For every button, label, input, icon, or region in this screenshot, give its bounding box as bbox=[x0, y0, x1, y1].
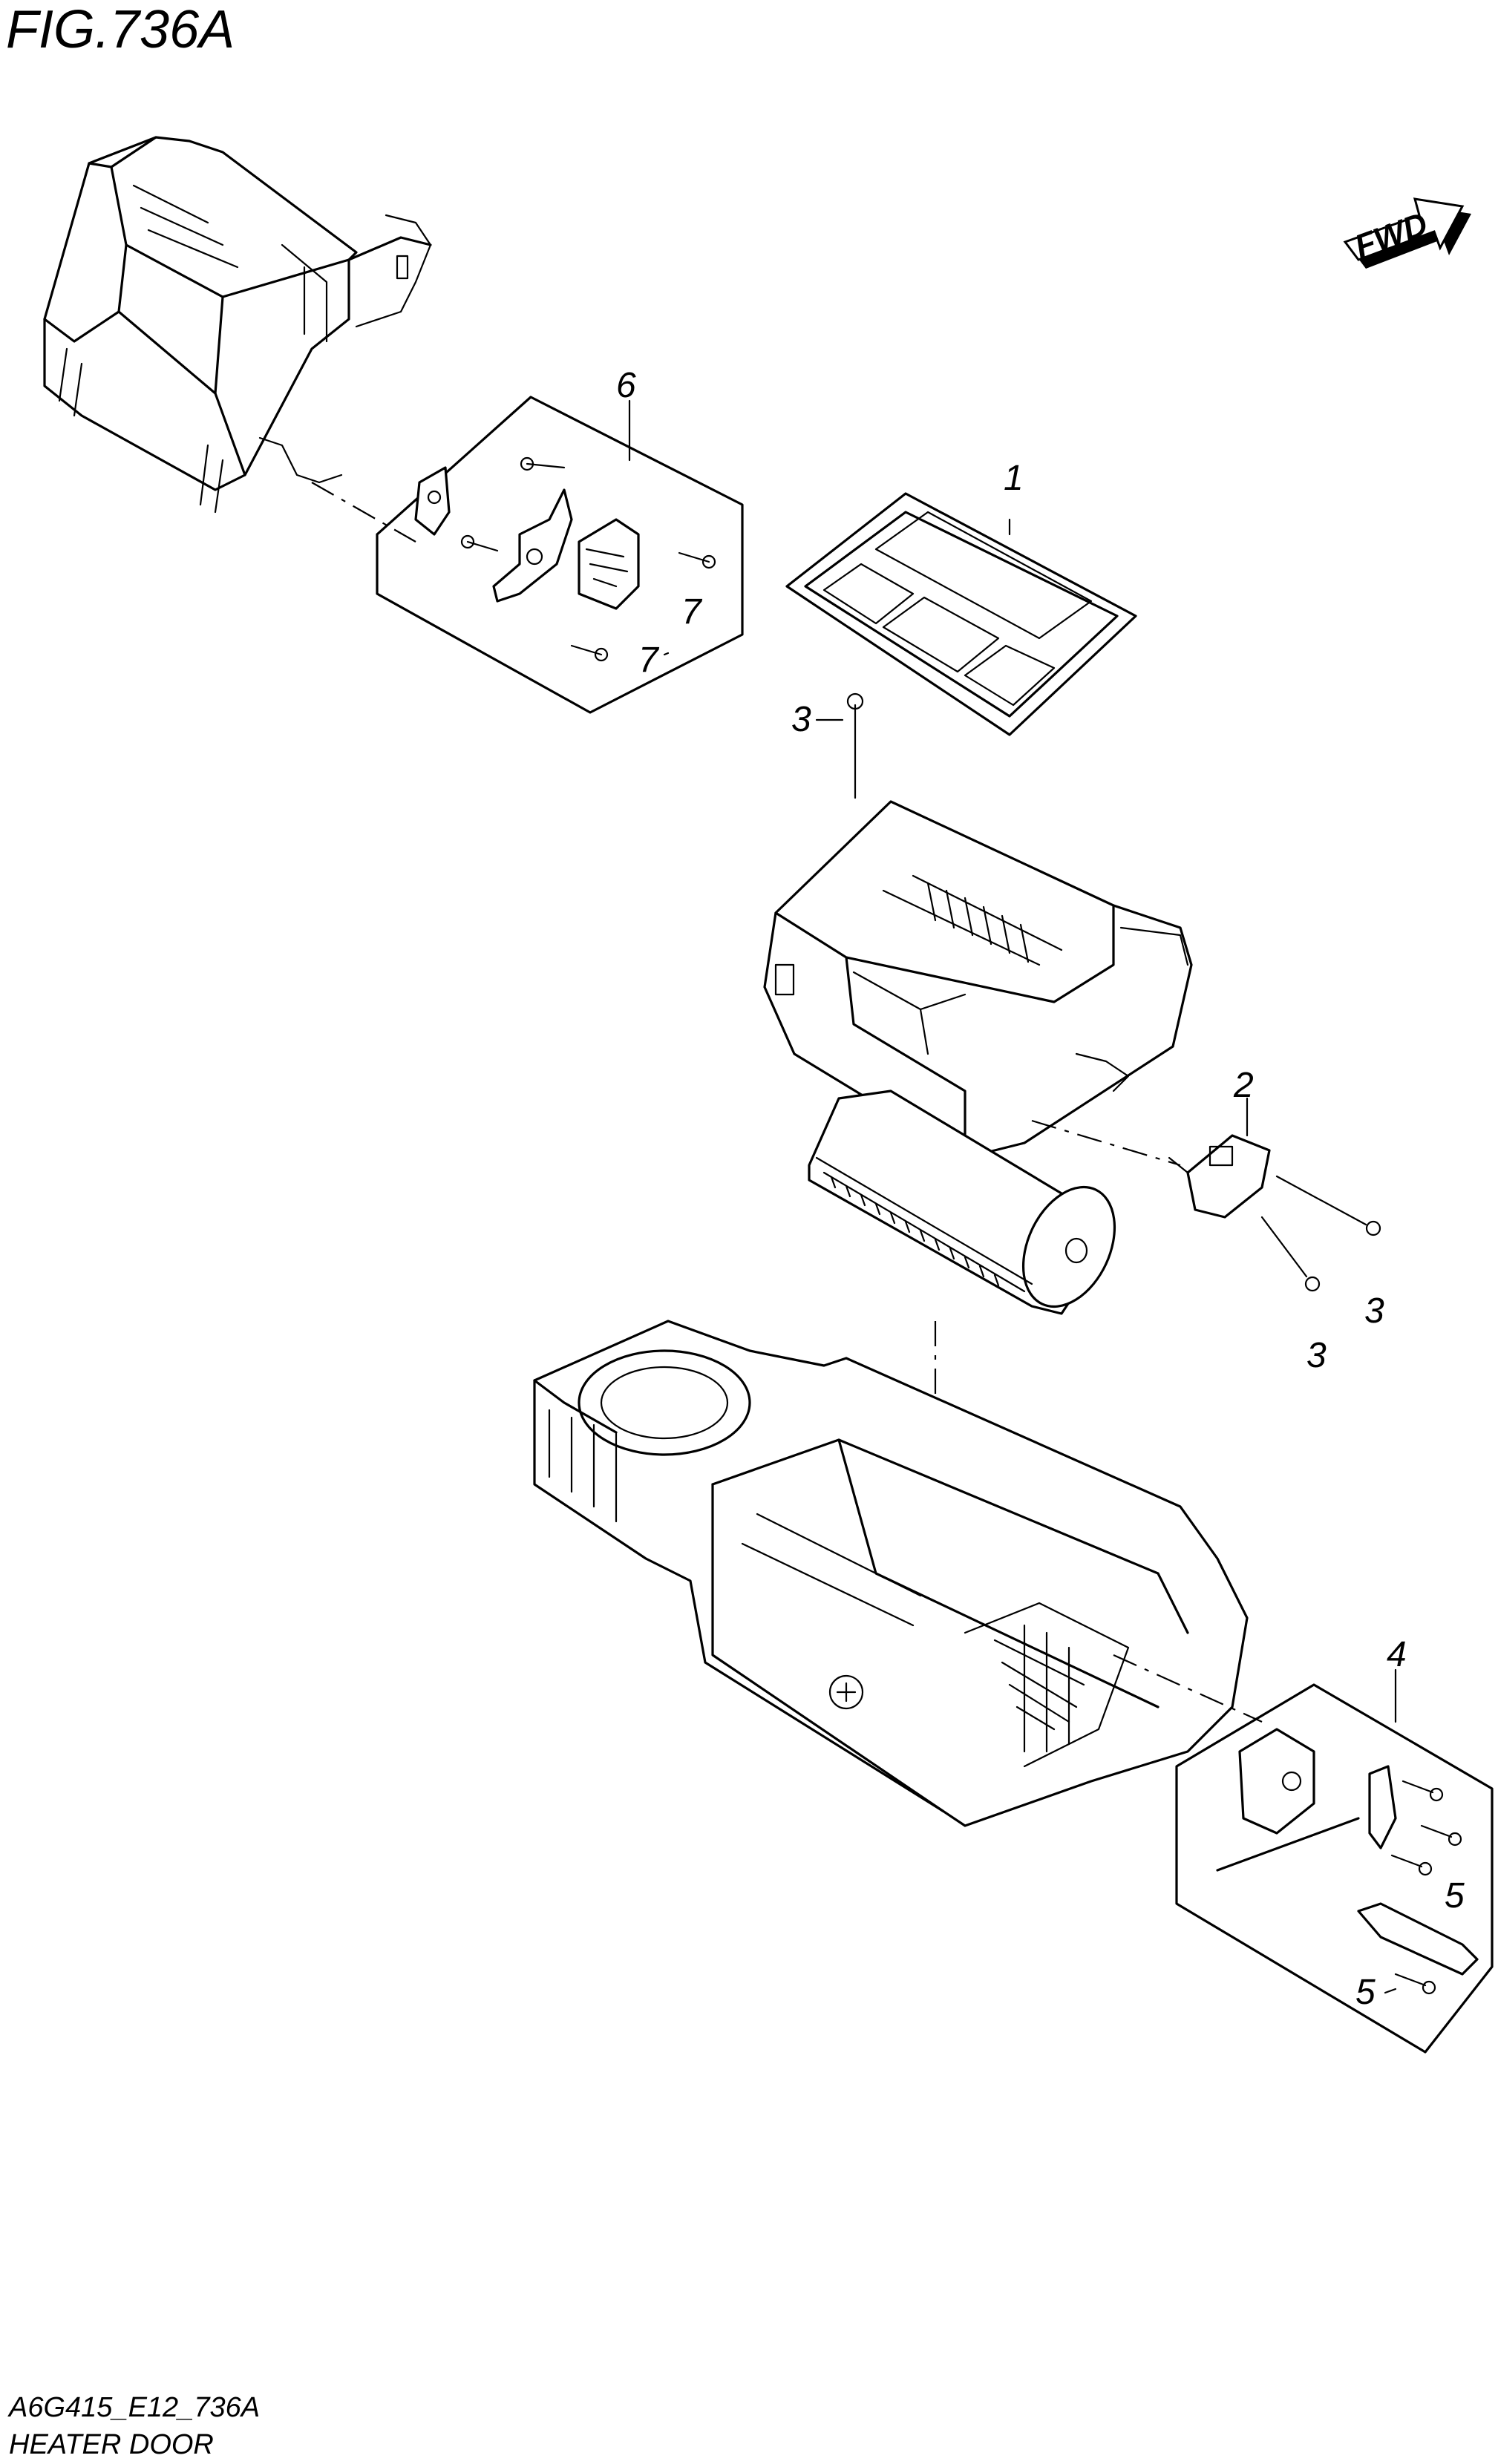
figure-code: A6G415_E12_736A bbox=[7, 2392, 260, 2423]
callout-7-lower: 7 bbox=[638, 640, 660, 680]
part-2-actuator bbox=[846, 692, 1381, 1292]
upper-heater-case bbox=[43, 136, 432, 514]
lower-heater-case bbox=[533, 1320, 1263, 1827]
callout-4: 4 bbox=[1387, 1635, 1407, 1674]
callout-2: 2 bbox=[1233, 1066, 1254, 1105]
callout-3-right: 3 bbox=[1364, 1291, 1384, 1331]
fwd-arrow-badge: FWD bbox=[1343, 197, 1471, 269]
callout-labels: 1 2 3 3 3 4 5 5 6 7 7 bbox=[616, 366, 1465, 2012]
callout-5-lower: 5 bbox=[1355, 1973, 1376, 2012]
figure-title: FIG.736A bbox=[6, 0, 235, 59]
callout-6: 6 bbox=[616, 366, 636, 405]
figure-name: HEATER DOOR bbox=[9, 2429, 214, 2460]
callout-7-upper: 7 bbox=[681, 592, 703, 632]
callout-3-lower: 3 bbox=[1306, 1336, 1327, 1375]
part-4-group bbox=[1175, 1668, 1494, 2054]
part-1-filter-frame bbox=[785, 492, 1137, 736]
part-6-group bbox=[311, 396, 744, 714]
callout-3-top: 3 bbox=[791, 700, 811, 739]
callout-1: 1 bbox=[1004, 459, 1024, 498]
center-evaporator-case bbox=[763, 800, 1193, 1159]
callout-5-upper: 5 bbox=[1445, 1876, 1465, 1916]
